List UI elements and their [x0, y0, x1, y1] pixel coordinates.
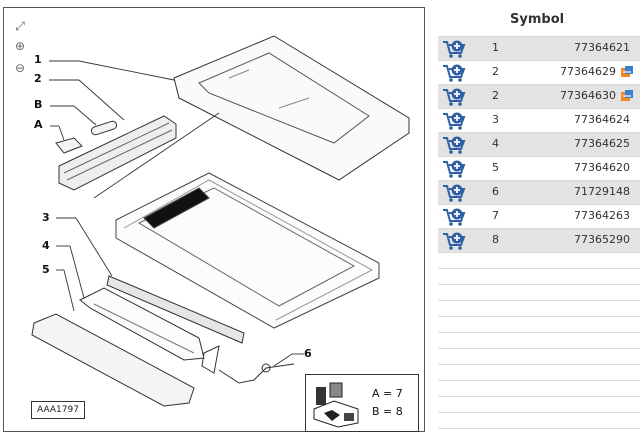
part-code: 77365290 — [574, 233, 630, 246]
parts-diagram: ⤢ ⊕ ⊖ 1 2 B A 3 4 5 6 AAA1797 A = 7 B = … — [3, 7, 425, 432]
hardware-pack-icon — [313, 382, 359, 428]
legend-b: B = 8 — [372, 405, 403, 418]
part-label-b: B — [34, 98, 43, 111]
item-number: 1 — [492, 41, 499, 54]
glass-panel-drawing — [173, 35, 410, 181]
part-code: 77364624 — [574, 113, 630, 126]
add-to-cart-icon[interactable] — [442, 183, 466, 203]
item-number: 2 — [492, 65, 499, 78]
table-row: 6 71729148 — [438, 181, 640, 205]
small-parts-drawing — [55, 120, 118, 154]
part-code: 77364620 — [574, 161, 630, 174]
catalog-code: AAA1797 — [31, 401, 85, 419]
item-number: 2 — [492, 89, 499, 102]
rail-drawing — [58, 115, 177, 191]
empty-rows — [438, 253, 640, 429]
roof-frame-drawing — [115, 172, 380, 329]
legend-a: A = 7 — [372, 387, 403, 400]
trim-strip-drawing — [31, 313, 195, 407]
table-row: 7 77364263 — [438, 205, 640, 229]
zoom-in-icon[interactable]: ⊕ — [14, 39, 26, 53]
item-number: 3 — [492, 113, 499, 126]
part-code: 77364630 — [560, 89, 616, 102]
add-to-cart-icon[interactable] — [442, 63, 466, 83]
add-to-cart-icon[interactable] — [442, 159, 466, 179]
add-to-cart-icon[interactable] — [442, 207, 466, 227]
cable-drawing — [218, 363, 295, 384]
legend-box: A = 7 B = 8 — [305, 374, 419, 432]
item-number: 5 — [492, 161, 499, 174]
add-to-cart-icon[interactable] — [442, 135, 466, 155]
table-row: 4 77364625 — [438, 133, 640, 157]
part-label-6: 6 — [304, 347, 312, 360]
part-label-4: 4 — [42, 239, 50, 252]
part-code: 77364629 — [560, 65, 616, 78]
part-label-5: 5 — [42, 263, 50, 276]
part-code: 71729148 — [574, 185, 630, 198]
add-to-cart-icon[interactable] — [442, 87, 466, 107]
fit-icon[interactable]: ⤢ — [15, 19, 25, 33]
variant-info-icon[interactable] — [620, 65, 634, 79]
part-label-2: 2 — [34, 72, 42, 85]
add-to-cart-icon[interactable] — [442, 39, 466, 59]
exploded-view-drawing — [31, 35, 410, 407]
seal-drawing — [106, 275, 245, 374]
table-row: 2 77364630 — [438, 85, 640, 109]
item-number: 6 — [492, 185, 499, 198]
part-label-a: A — [34, 118, 43, 131]
part-label-3: 3 — [42, 211, 50, 224]
zoom-out-icon[interactable]: ⊖ — [14, 61, 26, 75]
table-row: 5 77364620 — [438, 157, 640, 181]
part-code: 77364625 — [574, 137, 630, 150]
item-number: 7 — [492, 209, 499, 222]
add-to-cart-icon[interactable] — [442, 111, 466, 131]
table-row: 1 77364621 — [438, 37, 640, 61]
table-row: 8 77365290 — [438, 229, 640, 253]
parts-table: Symbol 1 77364621 2 77364629 2 — [438, 0, 640, 440]
deflector-drawing — [79, 287, 205, 361]
leader-lines — [49, 60, 304, 367]
table-header: Symbol — [438, 0, 640, 37]
table-row: 2 77364629 — [438, 61, 640, 85]
item-number: 8 — [492, 233, 499, 246]
add-to-cart-icon[interactable] — [442, 231, 466, 251]
part-code: 77364621 — [574, 41, 630, 54]
table-row: 3 77364624 — [438, 109, 640, 133]
item-number: 4 — [492, 137, 499, 150]
symbol-column-header: Symbol — [510, 12, 565, 27]
part-label-1: 1 — [34, 53, 42, 66]
variant-info-icon[interactable] — [620, 89, 634, 103]
part-code: 77364263 — [574, 209, 630, 222]
